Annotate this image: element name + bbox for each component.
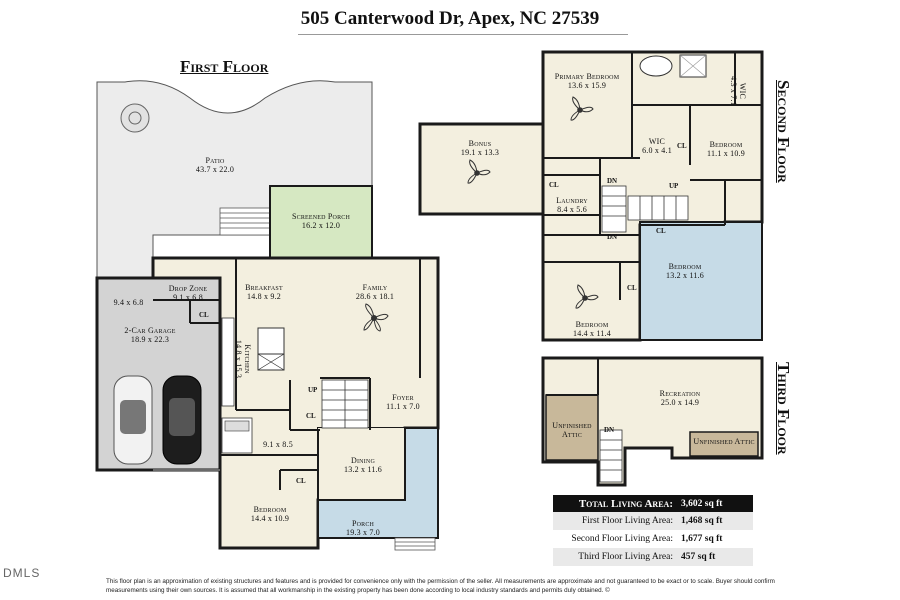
living-area-summary: Total Living Area: 3,602 sq ft First Flo… [553,495,753,566]
room-garage-side: 9.4 x 6.8 [113,298,144,307]
closet-label-bedroom-mid: CL [656,227,666,235]
second-floor-roof-blue [639,221,763,341]
summary-second-row: Second Floor Living Area: 1,677 sq ft [571,534,723,544]
primary-ceiling-fan-icon [570,96,594,121]
family-ceiling-fan-icon [363,303,389,332]
bonus-ceiling-fan-icon [467,159,491,184]
patio-steps [219,207,271,236]
stairs-down-label-third: DN [604,426,615,434]
tub-icon [639,55,673,77]
third-floor-stairs [599,429,623,483]
car-white-icon [113,375,153,465]
mls-logo: DMLS [3,566,41,580]
title-divider [298,34,628,35]
stairs-down-label-second: DN [607,177,618,185]
summary-third-row: Third Floor Living Area: 457 sq ft [553,548,753,566]
room-attic-right: Unfinished Attic [693,437,755,446]
address-title: 505 Canterwood Dr, Apex, NC 27539 [300,8,600,29]
porch-steps [394,537,436,551]
attic-right-area [689,431,759,457]
room-mudroom: 9.1 x 8.5 [263,440,293,449]
patio-area [96,80,373,279]
car-black-icon [162,375,202,465]
patio-firepit-icon [120,103,150,133]
second-floor-interior-walls [543,52,762,300]
stairs-up-label-first: UP [308,386,318,394]
first-floor-stairs [321,379,369,429]
summary-total-row: Total Living Area: 3,602 sq ft [553,495,753,512]
stairs-up-label-second: UP [669,182,679,190]
closet-label-foyer: CL [306,412,316,420]
summary-first-row: First Floor Living Area: 1,468 sq ft [553,512,753,530]
bonus-area [418,122,545,216]
room-attic-left: Unfinished Attic [552,421,592,439]
stairs-down-label-second-b: DN [607,233,618,241]
closet-label-dropzone: CL [199,311,209,319]
first-floor-interior-walls [153,258,421,500]
closet-label-bedroom-sw: CL [627,284,637,292]
disclaimer-text: This floor plan is an approximation of e… [106,578,775,594]
closet-label-bedroom-ne: CL [677,142,687,150]
bedroom-sw-ceiling-fan-icon [575,284,599,309]
closet-label-bedroom: CL [296,477,306,485]
second-floor-stairs [601,185,689,233]
first-floor-label: First Floor [180,57,269,76]
closet-label-laundry: CL [549,181,559,189]
